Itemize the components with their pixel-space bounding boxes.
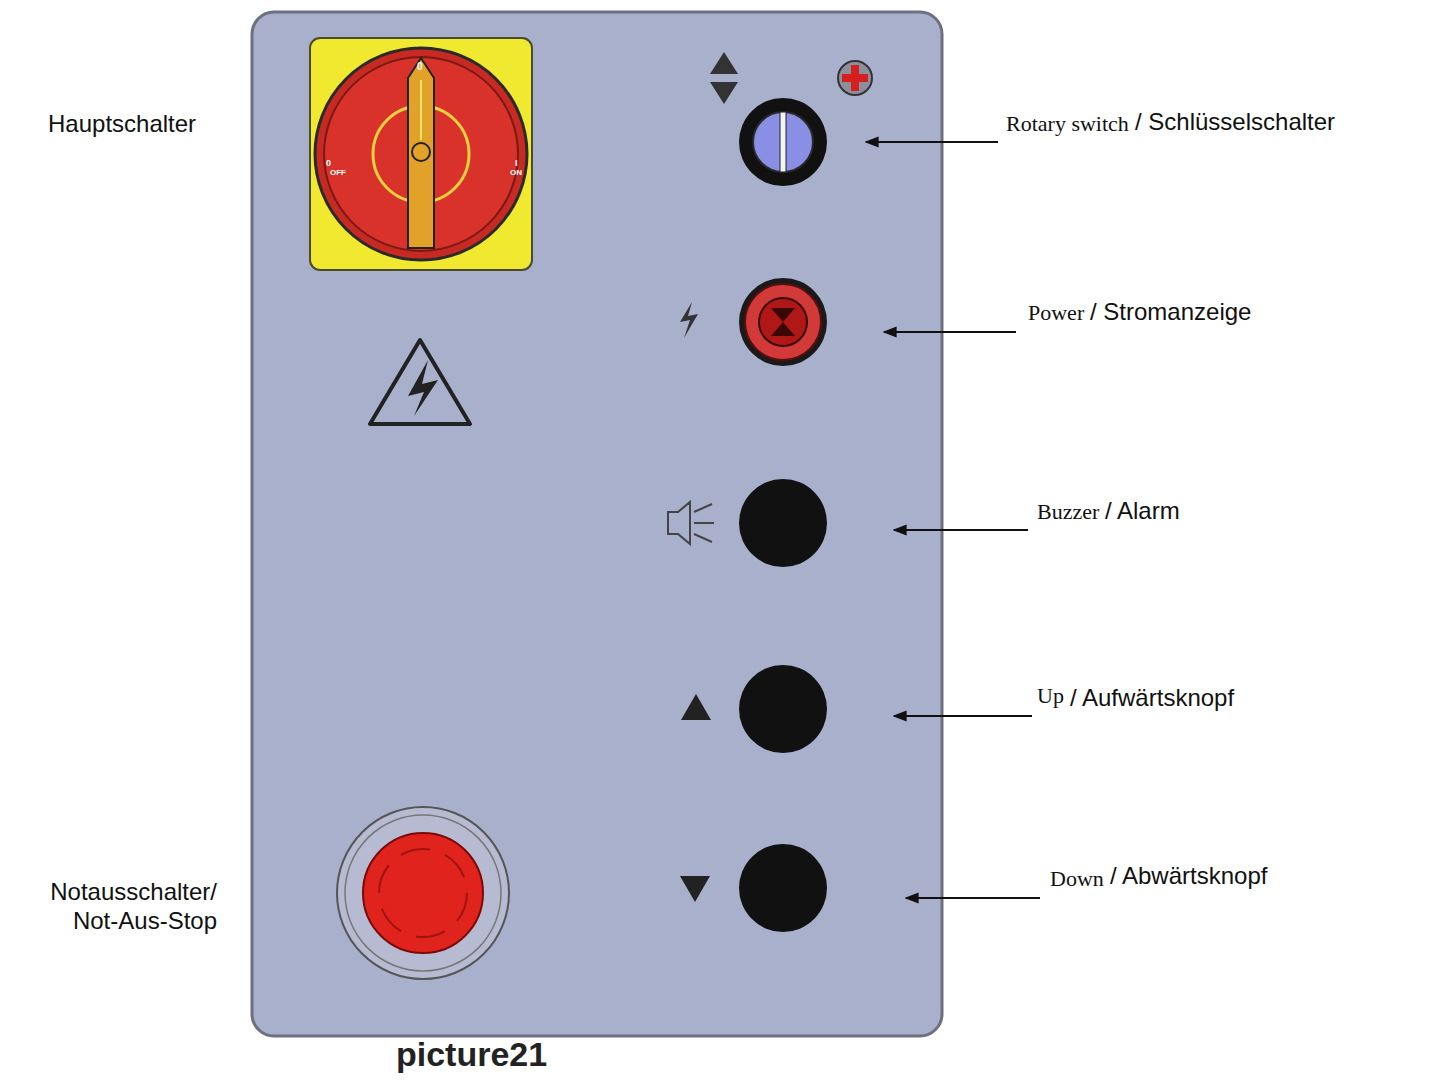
part-label: Power <box>1028 300 1084 326</box>
service-symbol <box>838 61 872 95</box>
switch-marking: OFF <box>330 168 346 178</box>
part-label: / Aufwärtsknopf <box>1070 684 1234 713</box>
part-label: / Abwärtsknopf <box>1110 862 1267 891</box>
part-label: Notausschalter/ Not-Aus-Stop <box>7 878 217 936</box>
up-down-symbol <box>710 52 738 104</box>
emergency-stop <box>337 807 509 979</box>
switch-marking: 0 <box>326 158 331 169</box>
leader-lines <box>866 142 1040 898</box>
part-label: Hauptschalter <box>48 110 196 139</box>
key-switch <box>739 98 827 186</box>
part-label: Up <box>1037 683 1064 709</box>
switch-marking: I <box>515 158 518 169</box>
switch-marking: 0 <box>417 61 423 73</box>
power-lamp <box>680 278 827 366</box>
part-label: Buzzer <box>1037 499 1099 525</box>
warning-symbol <box>370 340 470 424</box>
part-label: / Stromanzeige <box>1090 298 1251 327</box>
part-label: / Alarm <box>1105 497 1180 526</box>
switch-marking: ON <box>510 168 522 178</box>
panel-housing <box>252 12 942 1036</box>
down-button <box>680 844 827 932</box>
part-label: / Schlüsselschalter <box>1135 108 1335 137</box>
buzzer-button <box>668 479 827 567</box>
main-switch <box>310 38 532 270</box>
part-label: Rotary switch <box>1006 111 1129 137</box>
up-button <box>681 665 827 753</box>
figure-caption: picture21 <box>396 1034 547 1075</box>
part-label: Down <box>1050 866 1104 892</box>
